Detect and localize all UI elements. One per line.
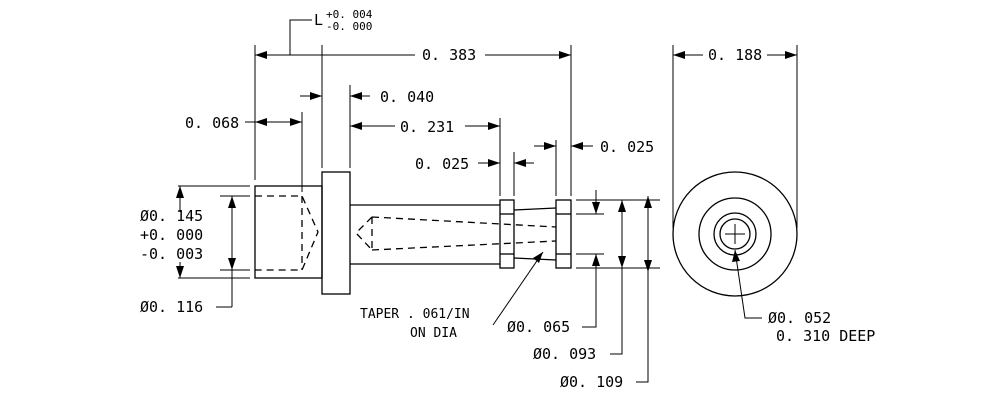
dim-head-dia: Ø0. 145 — [140, 207, 203, 225]
collar-right — [555, 199, 572, 269]
collar-left — [499, 199, 515, 269]
length-tol-minus: -0. 000 — [326, 20, 372, 33]
taper-note-line1: TAPER . 061/IN — [360, 307, 470, 322]
taper-note-line2: ON DIA — [410, 326, 457, 341]
dim-groove-left: 0. 025 — [415, 155, 469, 173]
dim-overall-length: 0. 383 — [422, 46, 476, 64]
dim-shaft-dia-large: Ø0. 109 — [560, 373, 623, 391]
dim-head-dia-plus: +0. 000 — [140, 226, 203, 244]
head-cavity-hidden — [255, 195, 319, 271]
side-view — [254, 171, 572, 295]
dim-groove-right: 0. 025 — [600, 138, 654, 156]
bore-hidden — [355, 216, 557, 251]
length-symbol: L — [314, 11, 323, 29]
flange — [321, 171, 351, 295]
dim-hole-dia: Ø0. 052 — [768, 309, 831, 327]
extension-lines — [178, 45, 798, 279]
dim-hole-depth: 0. 310 DEEP — [776, 327, 875, 345]
dimension-lines — [176, 19, 797, 383]
end-view-hole-inner — [719, 218, 751, 250]
dim-flange-width: 0. 040 — [380, 88, 434, 106]
dim-end-view-width: 0. 188 — [708, 46, 762, 64]
dim-shaft-dia-small: Ø0. 065 — [507, 318, 570, 336]
dim-shaft-length: 0. 231 — [400, 118, 454, 136]
head-body — [254, 185, 323, 279]
end-view — [672, 171, 798, 297]
length-tol-plus: +0. 004 — [326, 8, 373, 21]
dim-head-length: 0. 068 — [185, 114, 239, 132]
end-view-outer-circle — [672, 171, 798, 297]
dimension-text: L +0. 004 -0. 000 0. 383 0. 068 0. 040 0… — [140, 8, 875, 391]
end-view-middle-circle — [698, 197, 772, 271]
dim-shaft-dia-mid: Ø0. 093 — [533, 345, 596, 363]
taper-top — [513, 207, 557, 211]
dim-bore-dia: Ø0. 116 — [140, 298, 203, 316]
dim-head-dia-minus: -0. 003 — [140, 245, 203, 263]
